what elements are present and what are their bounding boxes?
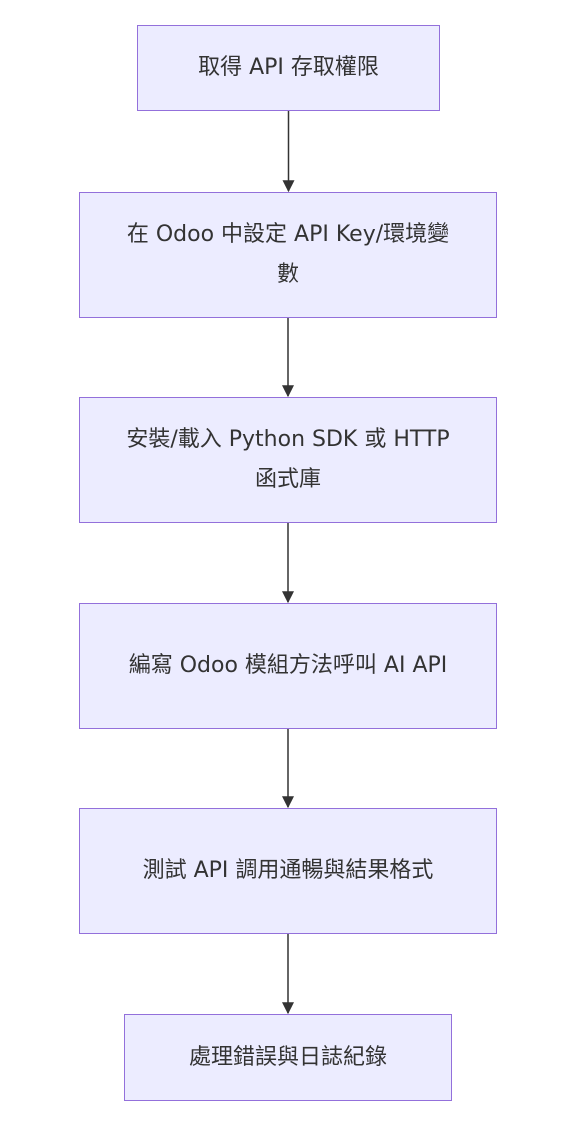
flowchart-node-get-api-access: 取得 API 存取權限 [137,25,440,111]
flowchart-node-set-api-key: 在 Odoo 中設定 API Key/環境變數 [79,192,497,318]
node-label: 取得 API 存取權限 [198,55,379,80]
flowchart-node-handle-errors-logging: 處理錯誤與日誌紀錄 [124,1014,452,1101]
node-label: 測試 API 調用通暢與結果格式 [142,858,434,883]
node-label: 安裝/載入 Python SDK 或 HTTP 函式庫 [126,427,450,492]
node-label: 處理錯誤與日誌紀錄 [188,1044,387,1070]
flowchart-node-write-module-method: 編寫 Odoo 模組方法呼叫 AI API [79,603,497,729]
node-label: 編寫 Odoo 模組方法呼叫 AI API [128,653,448,678]
flowchart-node-test-api-call: 測試 API 調用通暢與結果格式 [79,808,497,934]
node-label: 在 Odoo 中設定 API Key/環境變數 [126,222,450,287]
flowchart-node-install-sdk: 安裝/載入 Python SDK 或 HTTP 函式庫 [79,397,497,523]
